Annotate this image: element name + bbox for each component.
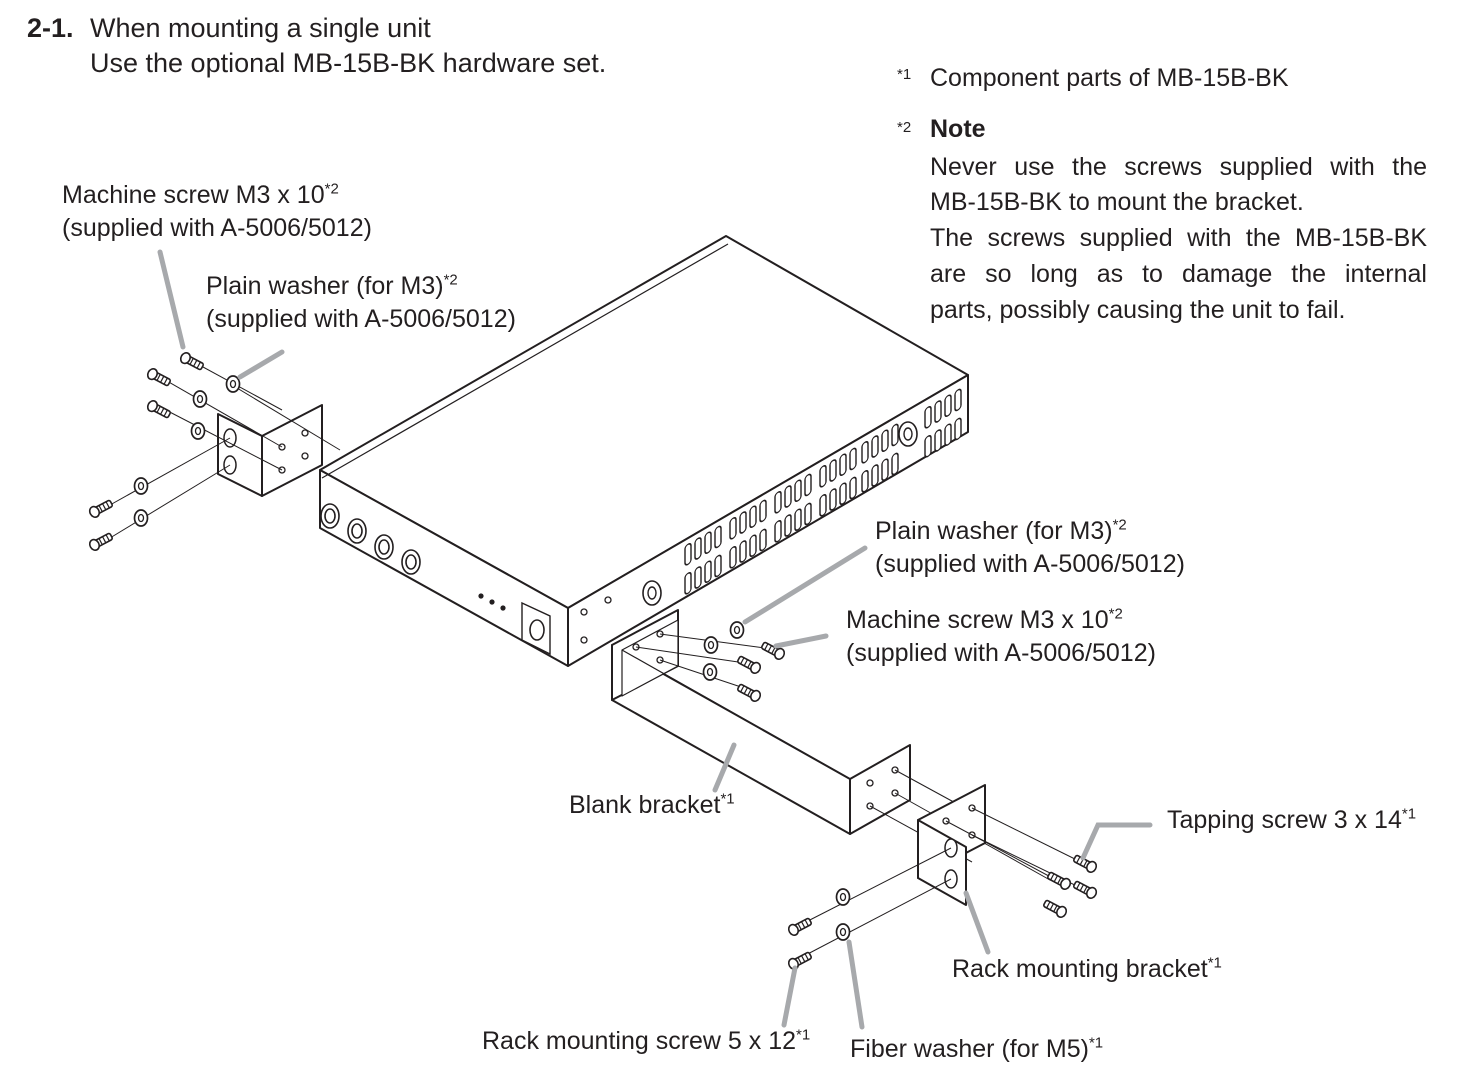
- label-machine-screw-left-mark: *2: [324, 180, 339, 198]
- label-plain-washer-right-mark: *2: [1112, 516, 1127, 534]
- label-fiber-washer-mark: *1: [1088, 1034, 1104, 1052]
- label-rack-mounting-bracket-name: Rack mounting bracket: [952, 955, 1208, 983]
- label-machine-screw-right-mark: *2: [1108, 605, 1123, 623]
- step-title: When mounting a single unit: [90, 13, 431, 43]
- footnote-2-title: Note: [930, 115, 986, 143]
- label-fiber-washer: Fiber washer (for M5)*1: [850, 1033, 1103, 1066]
- label-machine-screw-left-sub: (supplied with A-5006/5012): [62, 214, 372, 242]
- label-blank-bracket-mark: *1: [720, 790, 735, 808]
- label-blank-bracket-name: Blank bracket: [569, 791, 721, 819]
- label-plain-washer-left-mark: *2: [443, 271, 458, 289]
- footnote-1-text: Component parts of MB-15B-BK: [930, 64, 1289, 92]
- right-rack-bracket-shape: [917, 784, 986, 906]
- front-panel-details: [320, 503, 551, 656]
- blank-bracket-shape: [611, 609, 911, 835]
- label-machine-screw-right-name: Machine screw M3 x 10: [846, 606, 1109, 634]
- label-plain-washer-right: Plain washer (for M3)*2: [875, 515, 1127, 548]
- footnote-2-line-3: The screws supplied with the MB-15B-BK: [930, 224, 1427, 252]
- footnote-2-line-5: parts, possibly causing the unit to fail…: [930, 296, 1346, 324]
- label-machine-screw-right: Machine screw M3 x 10*2: [846, 604, 1123, 637]
- label-tapping-screw: Tapping screw 3 x 14*1: [1167, 804, 1416, 837]
- label-tapping-screw-name: Tapping screw 3 x 14: [1167, 806, 1402, 834]
- label-plain-washer-left: Plain washer (for M3)*2: [206, 270, 458, 303]
- label-plain-washer-left-sub: (supplied with A-5006/5012): [206, 305, 516, 333]
- footnote-2-marker: *2: [897, 119, 912, 136]
- footnote-2-line-4: are so long as to damage the internal: [930, 260, 1427, 288]
- left-rack-bracket: [217, 404, 323, 497]
- label-tapping-screw-mark: *1: [1401, 805, 1417, 823]
- label-plain-washer-right-sub: (supplied with A-5006/5012): [875, 550, 1185, 578]
- label-rack-mounting-screw: Rack mounting screw 5 x 12*1: [482, 1025, 810, 1058]
- label-machine-screw-right-sub: (supplied with A-5006/5012): [846, 639, 1156, 667]
- label-rack-mounting-bracket: Rack mounting bracket*1: [952, 953, 1222, 986]
- label-machine-screw-left: Machine screw M3 x 10*2: [62, 179, 339, 212]
- label-plain-washer-right-name: Plain washer (for M3): [875, 517, 1113, 545]
- label-fiber-washer-name: Fiber washer (for M5): [850, 1035, 1089, 1063]
- label-plain-washer-left-name: Plain washer (for M3): [206, 272, 444, 300]
- label-rack-mounting-screw-mark: *1: [796, 1026, 811, 1044]
- step-subtitle: Use the optional MB-15B-BK hardware set.: [90, 48, 607, 78]
- footnote-2-line-1: Never use the screws supplied with the: [930, 153, 1427, 181]
- label-rack-mounting-bracket-mark: *1: [1207, 954, 1222, 972]
- step-number: 2-1.: [27, 13, 74, 43]
- footnote-2-line-2: MB-15B-BK to mount the bracket.: [930, 188, 1304, 216]
- label-machine-screw-left-name: Machine screw M3 x 10: [62, 181, 325, 209]
- leader-lines: [157, 249, 1153, 1030]
- footnote-1-marker: *1: [897, 66, 912, 83]
- side-vents: [580, 387, 962, 644]
- label-blank-bracket: Blank bracket*1: [569, 789, 735, 822]
- label-rack-mounting-screw-name: Rack mounting screw 5 x 12: [482, 1027, 797, 1055]
